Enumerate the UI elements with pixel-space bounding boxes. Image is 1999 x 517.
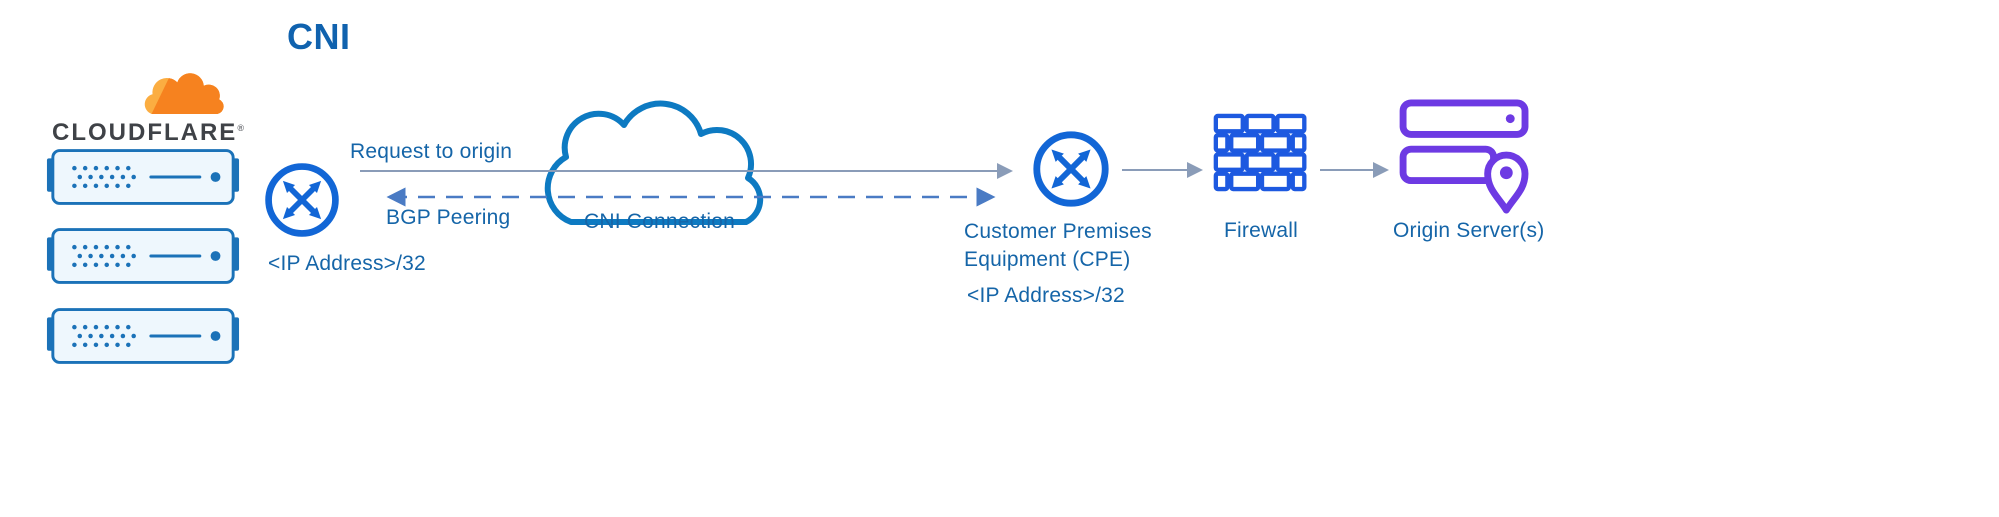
request-to-origin-label: Request to origin: [350, 140, 513, 163]
server-icon: [46, 308, 240, 364]
diagram-title: CNI: [287, 16, 351, 57]
cloudflare-wordmark: CLOUDFLARE®: [52, 119, 244, 147]
cni-connection-label: CNI Connection: [584, 210, 736, 233]
origin-server-icon: [1399, 99, 1529, 214]
cni-router-ip-label: <IP Address>/32: [268, 252, 426, 275]
cpe-label-line2: Equipment (CPE): [964, 248, 1131, 271]
registered-mark: ®: [237, 123, 244, 133]
firewall-to-origin-arrow: [1320, 162, 1389, 178]
cni-router-icon: [265, 163, 339, 237]
origin-label: Origin Server(s): [1393, 219, 1545, 242]
bgp-peering-arrow: [386, 187, 996, 207]
request-arrow: [360, 163, 1013, 179]
bgp-peering-label: BGP Peering: [386, 206, 511, 229]
server-dots: [72, 165, 136, 189]
cloudflare-wordmark-text: CLOUDFLARE: [52, 119, 238, 146]
firewall-label: Firewall: [1224, 219, 1298, 242]
cpe-to-firewall-arrow: [1122, 162, 1203, 178]
server-icon: [46, 149, 240, 205]
location-pin-icon: [1484, 151, 1529, 214]
cpe-router-icon: [1033, 131, 1109, 207]
firewall-icon: [1213, 113, 1307, 192]
cloudflare-cloud-icon: [144, 73, 224, 114]
cpe-label-line1: Customer Premises: [964, 220, 1152, 243]
cpe-ip-label: <IP Address>/32: [967, 284, 1125, 307]
server-icon: [46, 228, 240, 284]
